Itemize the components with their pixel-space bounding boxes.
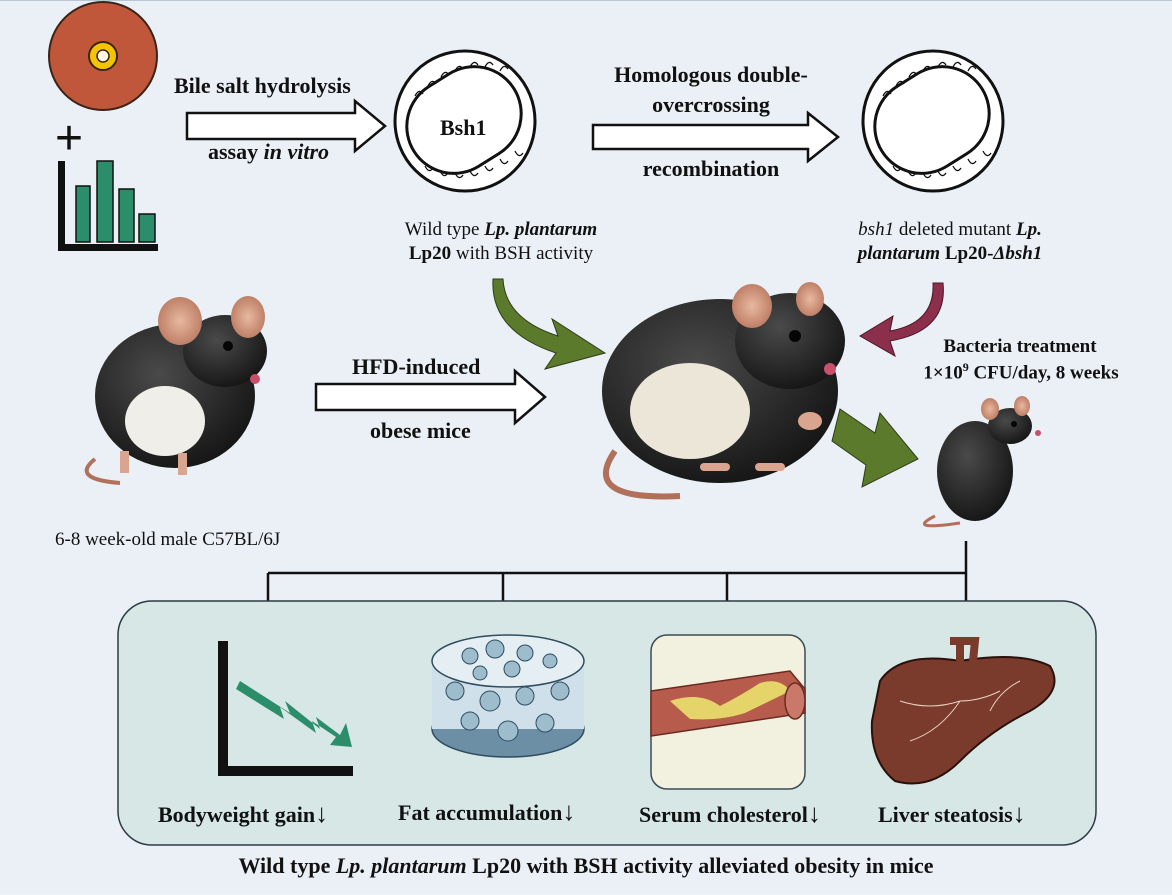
decline-chart-icon [218,641,353,776]
fat-tissue-icon [431,634,585,758]
normal-mouse-icon [84,296,267,485]
mutant-bacterium-icon [861,49,1005,193]
wild-type-caption-line1: Wild type Lp. plantarum [404,219,598,240]
wild-type-caption-line2: Lp20 with BSH activity [408,243,594,264]
mutant-caption-line2: plantarum Lp20-Δbsh1 [857,243,1043,264]
assay-label-line1: Bile salt hydrolysis [174,73,351,98]
obese-mouse-icon [602,282,845,500]
hfd-label-line1: HFD-induced [352,354,481,379]
outcome-cholesterol-label: Serum cholesterol↓ [639,799,821,828]
outcomes-panel [117,600,1097,846]
treatment-label-line2: 1×109 CFU/day, 8 weeks [923,360,1119,384]
recombination-label-line1: Homologous double- [614,62,808,87]
wild-type-bacterium-icon [393,49,537,193]
treated-mouse-icon [922,396,1041,528]
assay-label-line2: assay in vitro [208,139,330,164]
mouse-strain-caption: 6-8 week-old male C57BL/6J [55,529,281,550]
wild-type-treatment-arrow [492,278,607,370]
outcome-fat-label: Fat accumulation↓ [398,797,576,826]
bar-chart-icon [58,160,158,251]
assay-arrow [185,98,387,154]
treatment-label-line1: Bacteria treatment [943,336,1097,357]
conclusion-caption: Wild type Lp. plantarum Lp20 with BSH ac… [238,853,934,878]
bsh1-label: Bsh1 [440,115,487,140]
recombination-label-line3: recombination [642,156,780,181]
agar-plate-icon [48,1,158,111]
outcome-arrow [831,408,919,488]
artery-plaque-icon [650,634,806,790]
hfd-label-line2: obese mice [370,418,471,443]
mutant-treatment-arrow [859,282,944,358]
liver-icon [870,637,1056,785]
outcome-bodyweight-label: Bodyweight gain↓ [158,799,329,828]
outcome-liver-label: Liver steatosis↓ [878,799,1026,828]
plus-sign: + [55,112,84,165]
hfd-arrow [314,368,547,426]
recombination-label-line2: overcrossing [652,92,770,117]
mutant-caption-line1: bsh1 deleted mutant Lp. [858,219,1042,240]
recombination-arrow [591,110,841,164]
